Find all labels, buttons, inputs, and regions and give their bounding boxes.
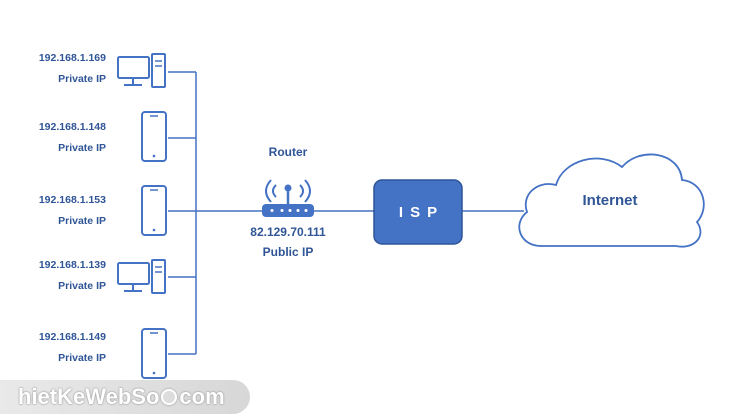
device-1-label: 192.168.1.169 Private IP <box>16 52 106 86</box>
device-ip: 192.168.1.149 <box>38 331 106 343</box>
device-ip-type: Private IP <box>58 215 106 227</box>
isp-label: ISP <box>398 203 445 221</box>
device-2-label: 192.168.1.148 Private IP <box>16 121 106 155</box>
cloud-icon <box>518 153 705 248</box>
device-3-label: 192.168.1.153 Private IP <box>16 194 106 228</box>
isp-box <box>373 179 463 245</box>
smartphone-icon <box>141 328 167 379</box>
watermark-suffix: com <box>179 384 225 409</box>
device-4-label: 192.168.1.139 Private IP <box>16 259 106 293</box>
watermark-banner: hietKeWebSo com <box>0 380 250 414</box>
device-ip-type: Private IP <box>58 352 106 364</box>
smartphone-icon <box>141 111 167 162</box>
device-5-label: 192.168.1.149 Private IP <box>16 331 106 365</box>
device-ip: 192.168.1.169 <box>38 52 106 64</box>
watermark-logo-icon <box>161 389 178 405</box>
desktop-computer-icon <box>117 53 166 88</box>
device-ip: 192.168.1.153 <box>38 194 106 206</box>
device-ip: 192.168.1.139 <box>38 259 106 271</box>
router-title: Router <box>268 145 308 159</box>
device-ip-type: Private IP <box>58 142 106 154</box>
desktop-computer-icon <box>117 259 166 294</box>
wifi-router-icon <box>262 179 314 217</box>
router-public-ip: 82.129.70.111 <box>250 225 326 239</box>
device-ip-type: Private IP <box>58 73 106 85</box>
device-ip-type: Private IP <box>58 280 106 292</box>
connection-lines <box>168 71 524 355</box>
router-ip-type: Public IP <box>262 245 314 259</box>
watermark-text: hietKeWebSo <box>18 384 160 409</box>
smartphone-icon <box>141 185 167 236</box>
device-ip: 192.168.1.148 <box>38 121 106 133</box>
internet-label: Internet <box>582 192 638 209</box>
